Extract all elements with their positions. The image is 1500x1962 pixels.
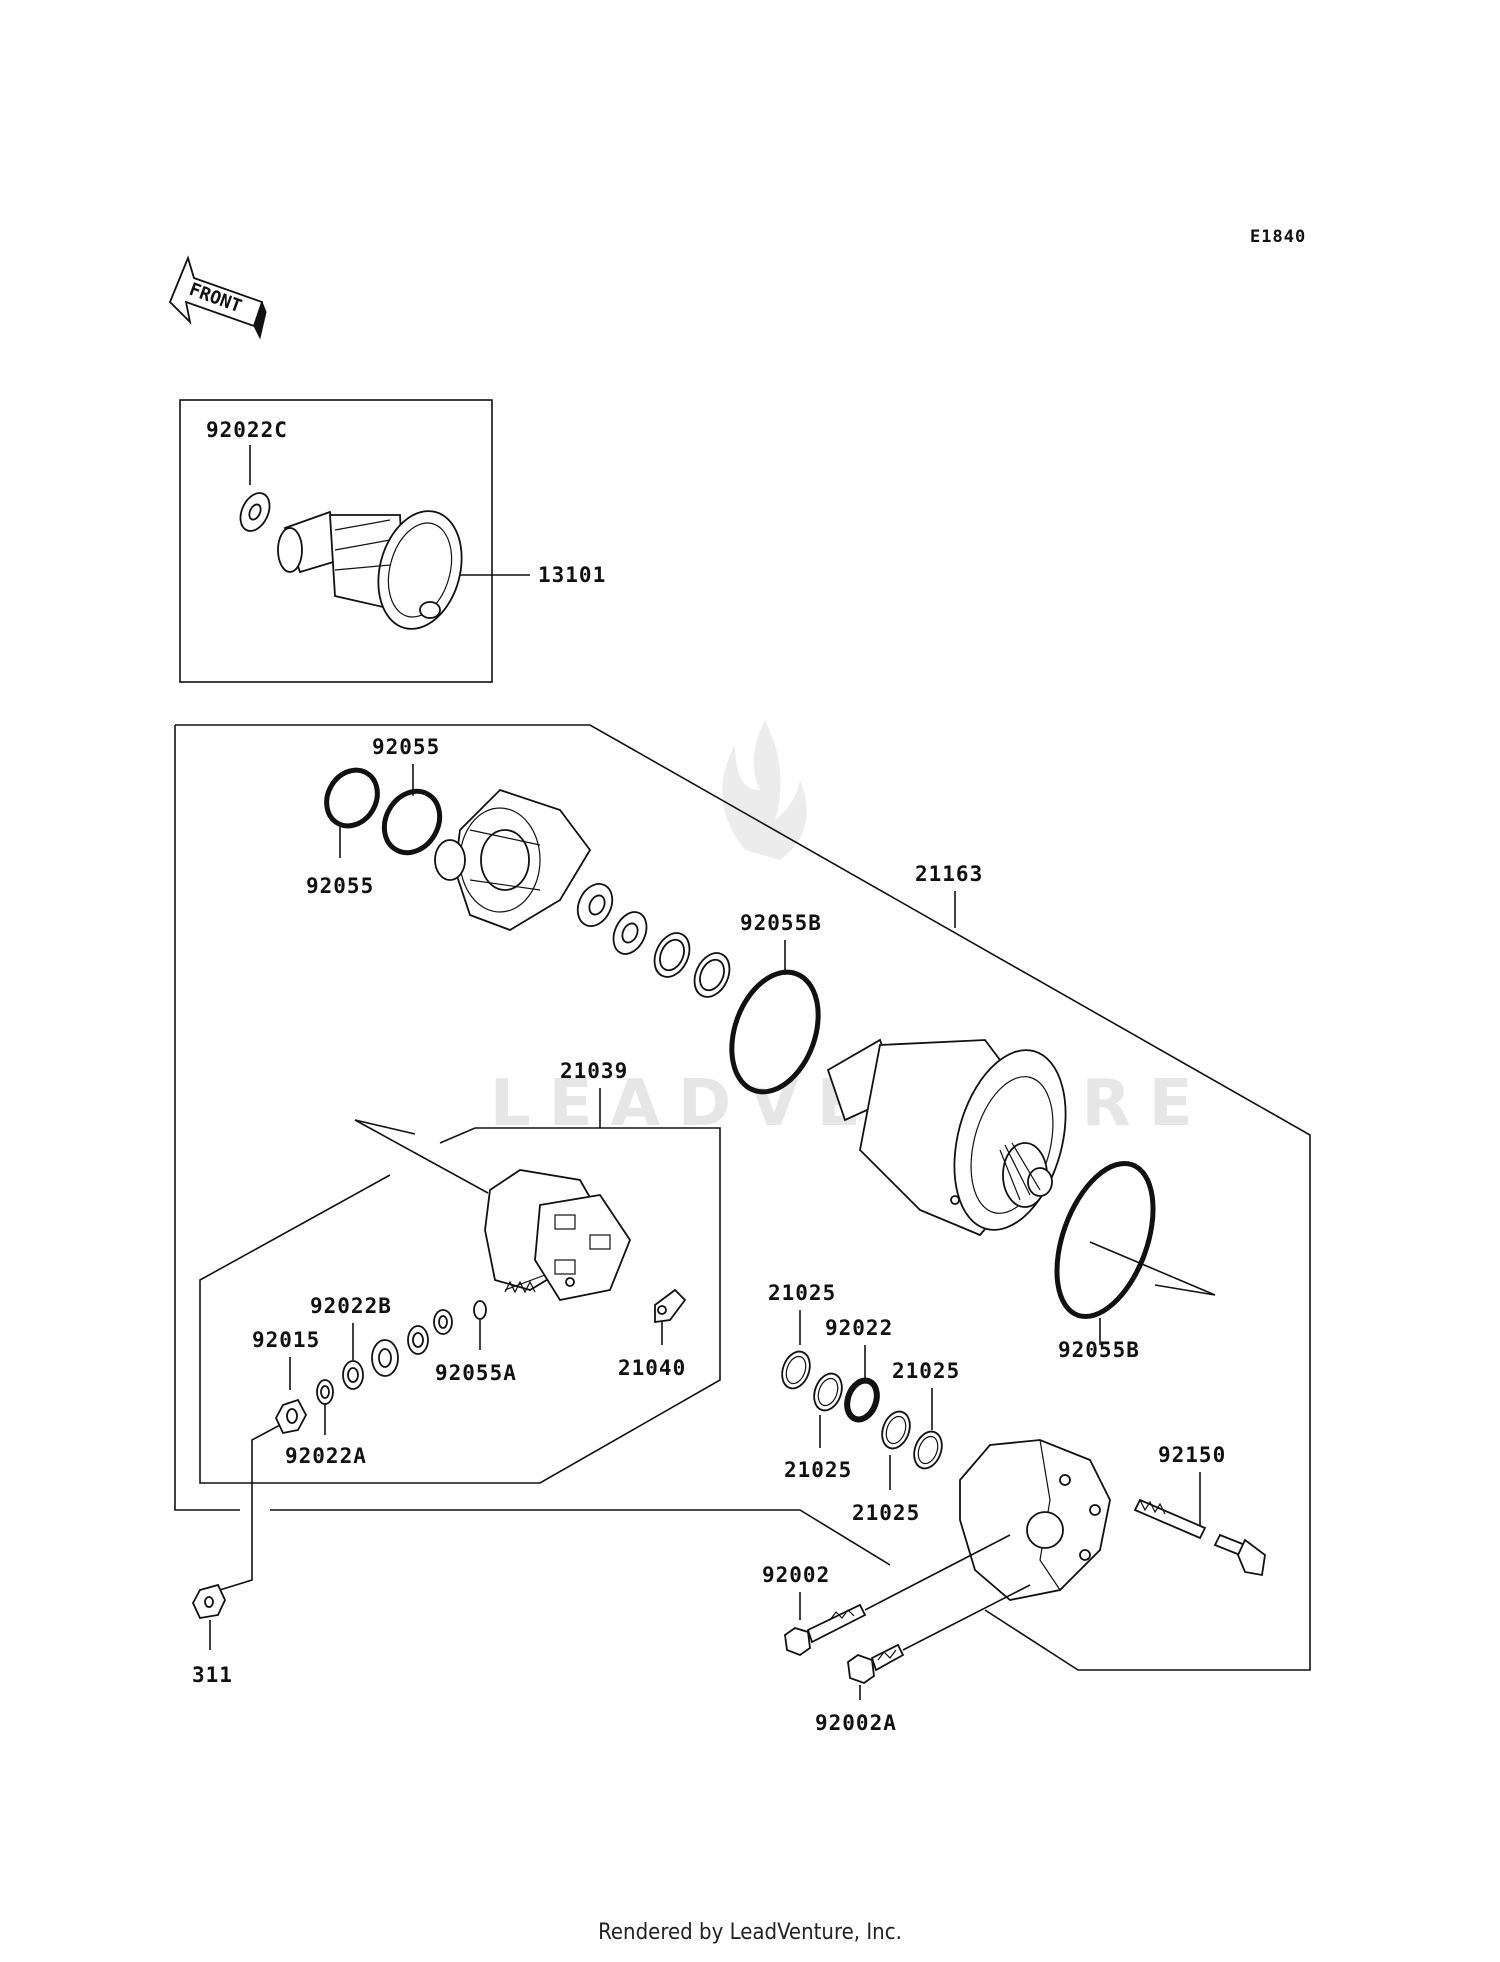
starter-clutch-frame <box>179 399 493 683</box>
washer-row-part <box>612 911 731 998</box>
label-92055B-top[interactable]: 92055B <box>740 911 822 935</box>
label-21025-a[interactable]: 21025 <box>768 1281 836 1305</box>
front-arrow-icon: FRONT <box>168 255 267 340</box>
label-21039[interactable]: 21039 <box>560 1059 628 1083</box>
starter-clutch-part <box>277 510 463 630</box>
shim-washer-set <box>781 1350 943 1470</box>
diagram-code: E1840 <box>1250 227 1306 247</box>
bolt-92002A <box>847 1643 905 1685</box>
label-92002[interactable]: 92002 <box>762 1563 830 1587</box>
o-ring-92055B-bottom <box>1054 1160 1156 1320</box>
brush-plate-part <box>484 1169 632 1302</box>
label-92002A[interactable]: 92002A <box>815 1711 897 1735</box>
o-ring-92055-a <box>324 767 380 829</box>
washer-stack-part <box>316 1300 487 1405</box>
nut-311 <box>191 1583 226 1620</box>
label-21025-c[interactable]: 21025 <box>784 1458 852 1482</box>
yoke-armature-part <box>826 1038 1067 1237</box>
terminal-21040 <box>654 1288 687 1324</box>
label-92022B[interactable]: 92022B <box>310 1294 392 1318</box>
lock-plate-part <box>576 883 614 927</box>
label-21025-b[interactable]: 21025 <box>892 1359 960 1383</box>
bolt-92002 <box>784 1603 867 1657</box>
label-13101[interactable]: 13101 <box>538 563 606 587</box>
label-21040[interactable]: 21040 <box>618 1356 686 1380</box>
o-ring-92055B-top <box>729 969 821 1095</box>
label-92055A[interactable]: 92055A <box>435 1361 517 1385</box>
o-ring-92055-b <box>381 788 443 856</box>
label-92055B-bottom[interactable]: 92055B <box>1058 1338 1140 1362</box>
through-bolt-92150 <box>1133 1498 1266 1577</box>
rear-cover-part <box>959 1439 1111 1601</box>
brush-holder-frame <box>199 1127 721 1484</box>
nut-92015 <box>274 1398 308 1435</box>
label-92150[interactable]: 92150 <box>1158 1443 1226 1467</box>
label-92022A[interactable]: 92022A <box>285 1444 367 1468</box>
footer-credit: Rendered by LeadVenture, Inc. <box>598 1920 902 1945</box>
label-311[interactable]: 311 <box>192 1663 233 1687</box>
spring-part <box>504 1280 536 1294</box>
label-92022C[interactable]: 92022C <box>206 418 288 442</box>
label-21163[interactable]: 21163 <box>915 862 983 886</box>
label-92022[interactable]: 92022 <box>825 1316 893 1340</box>
motor-assembly-frame <box>175 724 1311 1671</box>
label-21025-d[interactable]: 21025 <box>852 1501 920 1525</box>
label-92055-top[interactable]: 92055 <box>372 735 440 759</box>
label-92015[interactable]: 92015 <box>252 1328 320 1352</box>
front-cover-part <box>434 788 592 931</box>
washer-92022C <box>239 492 271 532</box>
label-92055-left[interactable]: 92055 <box>306 874 374 898</box>
